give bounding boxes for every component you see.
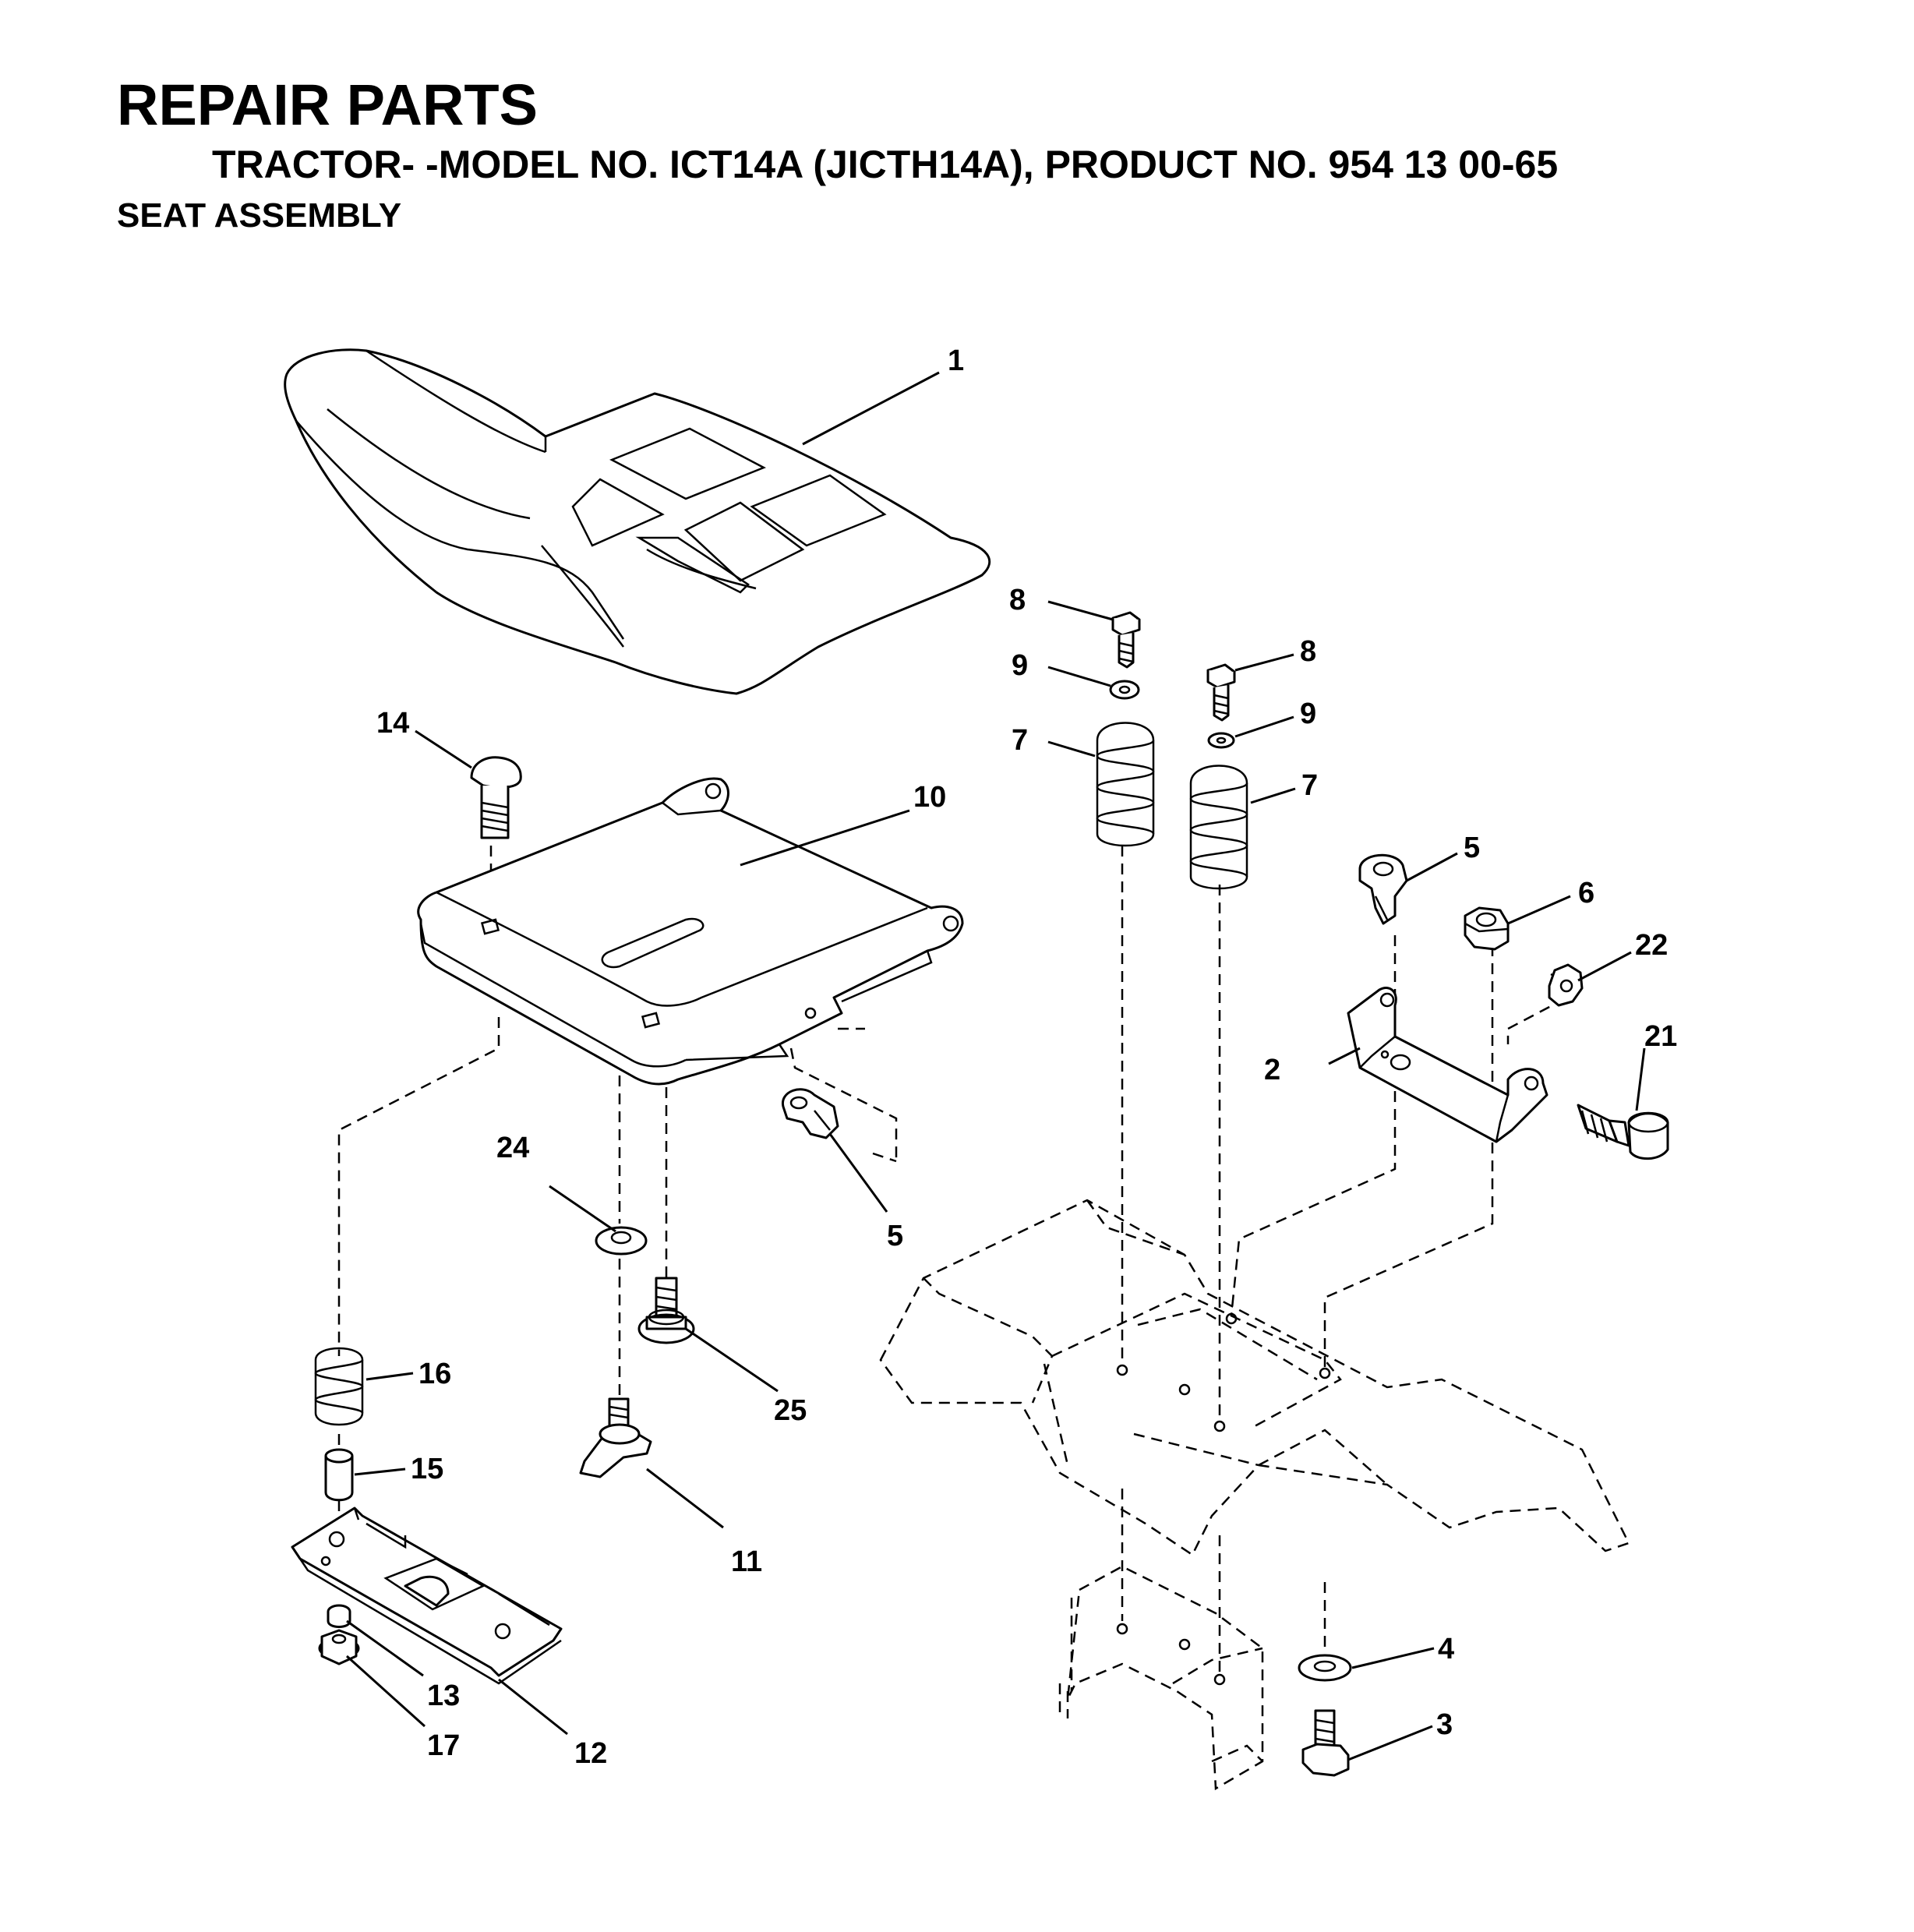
page-title: REPAIR PARTS [117,72,538,137]
callout-13: 13 [427,1679,460,1712]
callout-16: 16 [418,1358,451,1390]
callout-9: 9 [1300,698,1316,730]
callout-7: 7 [1301,769,1318,802]
washer-part-24 [595,1226,648,1256]
callout-5: 5 [887,1220,903,1252]
callout-10: 10 [913,781,946,814]
tractor-frame-outline [879,1199,1630,1791]
callout-14: 14 [376,707,409,740]
spring-part-16 [314,1347,364,1426]
bolt-part-13 [327,1604,351,1628]
section-heading: SEAT ASSEMBLY [117,196,402,235]
bolt-part-25 [637,1277,695,1344]
knob-part-11 [579,1397,652,1478]
callout-5: 5 [1464,832,1480,864]
shoulder-bolt-part-21 [1577,1104,1669,1160]
callout-24: 24 [496,1132,529,1164]
callout-9: 9 [1012,649,1028,682]
slide-plate-part-12 [291,1506,563,1685]
callout-21: 21 [1644,1020,1677,1053]
callout-17: 17 [427,1729,460,1762]
callout-6: 6 [1578,877,1594,909]
bracket-part-2 [1347,987,1549,1143]
callout-2: 2 [1264,1054,1280,1086]
flange-nut-part-17 [318,1629,360,1665]
callout-8: 8 [1009,584,1026,616]
washer-part-4 [1298,1654,1352,1682]
seat-part [284,348,991,695]
callout-8: 8 [1300,635,1316,668]
spring-part-7 [1096,722,1248,890]
callout-15: 15 [411,1453,443,1485]
callout-11: 11 [731,1545,762,1578]
seat-pan-part [417,777,964,1086]
callout-1: 1 [948,344,964,377]
callout-3: 3 [1436,1708,1453,1741]
callout-labels: 1 10 8 9 7 8 9 7 5 6 22 21 2 14 16 15 24… [376,344,1677,1770]
callout-22: 22 [1635,929,1668,962]
leader-lines [345,371,1646,1761]
spacer-part-15 [324,1448,354,1502]
carriage-bolt-part-14 [470,756,522,839]
lock-nut-part-6 [1464,906,1510,951]
callout-25: 25 [774,1394,807,1427]
flange-nut-part-22 [1548,963,1584,1007]
callout-4: 4 [1438,1633,1454,1665]
washer-part-9 [1109,680,1235,749]
model-subtitle: TRACTOR- -MODEL NO. ICT14A (JICTH14A), P… [212,143,1559,186]
clip-part-5 [782,853,1408,1139]
callout-12: 12 [574,1737,607,1770]
bolt-part-3 [1301,1709,1350,1777]
callout-7: 7 [1012,724,1028,757]
bolt-part-8 [1111,611,1236,722]
